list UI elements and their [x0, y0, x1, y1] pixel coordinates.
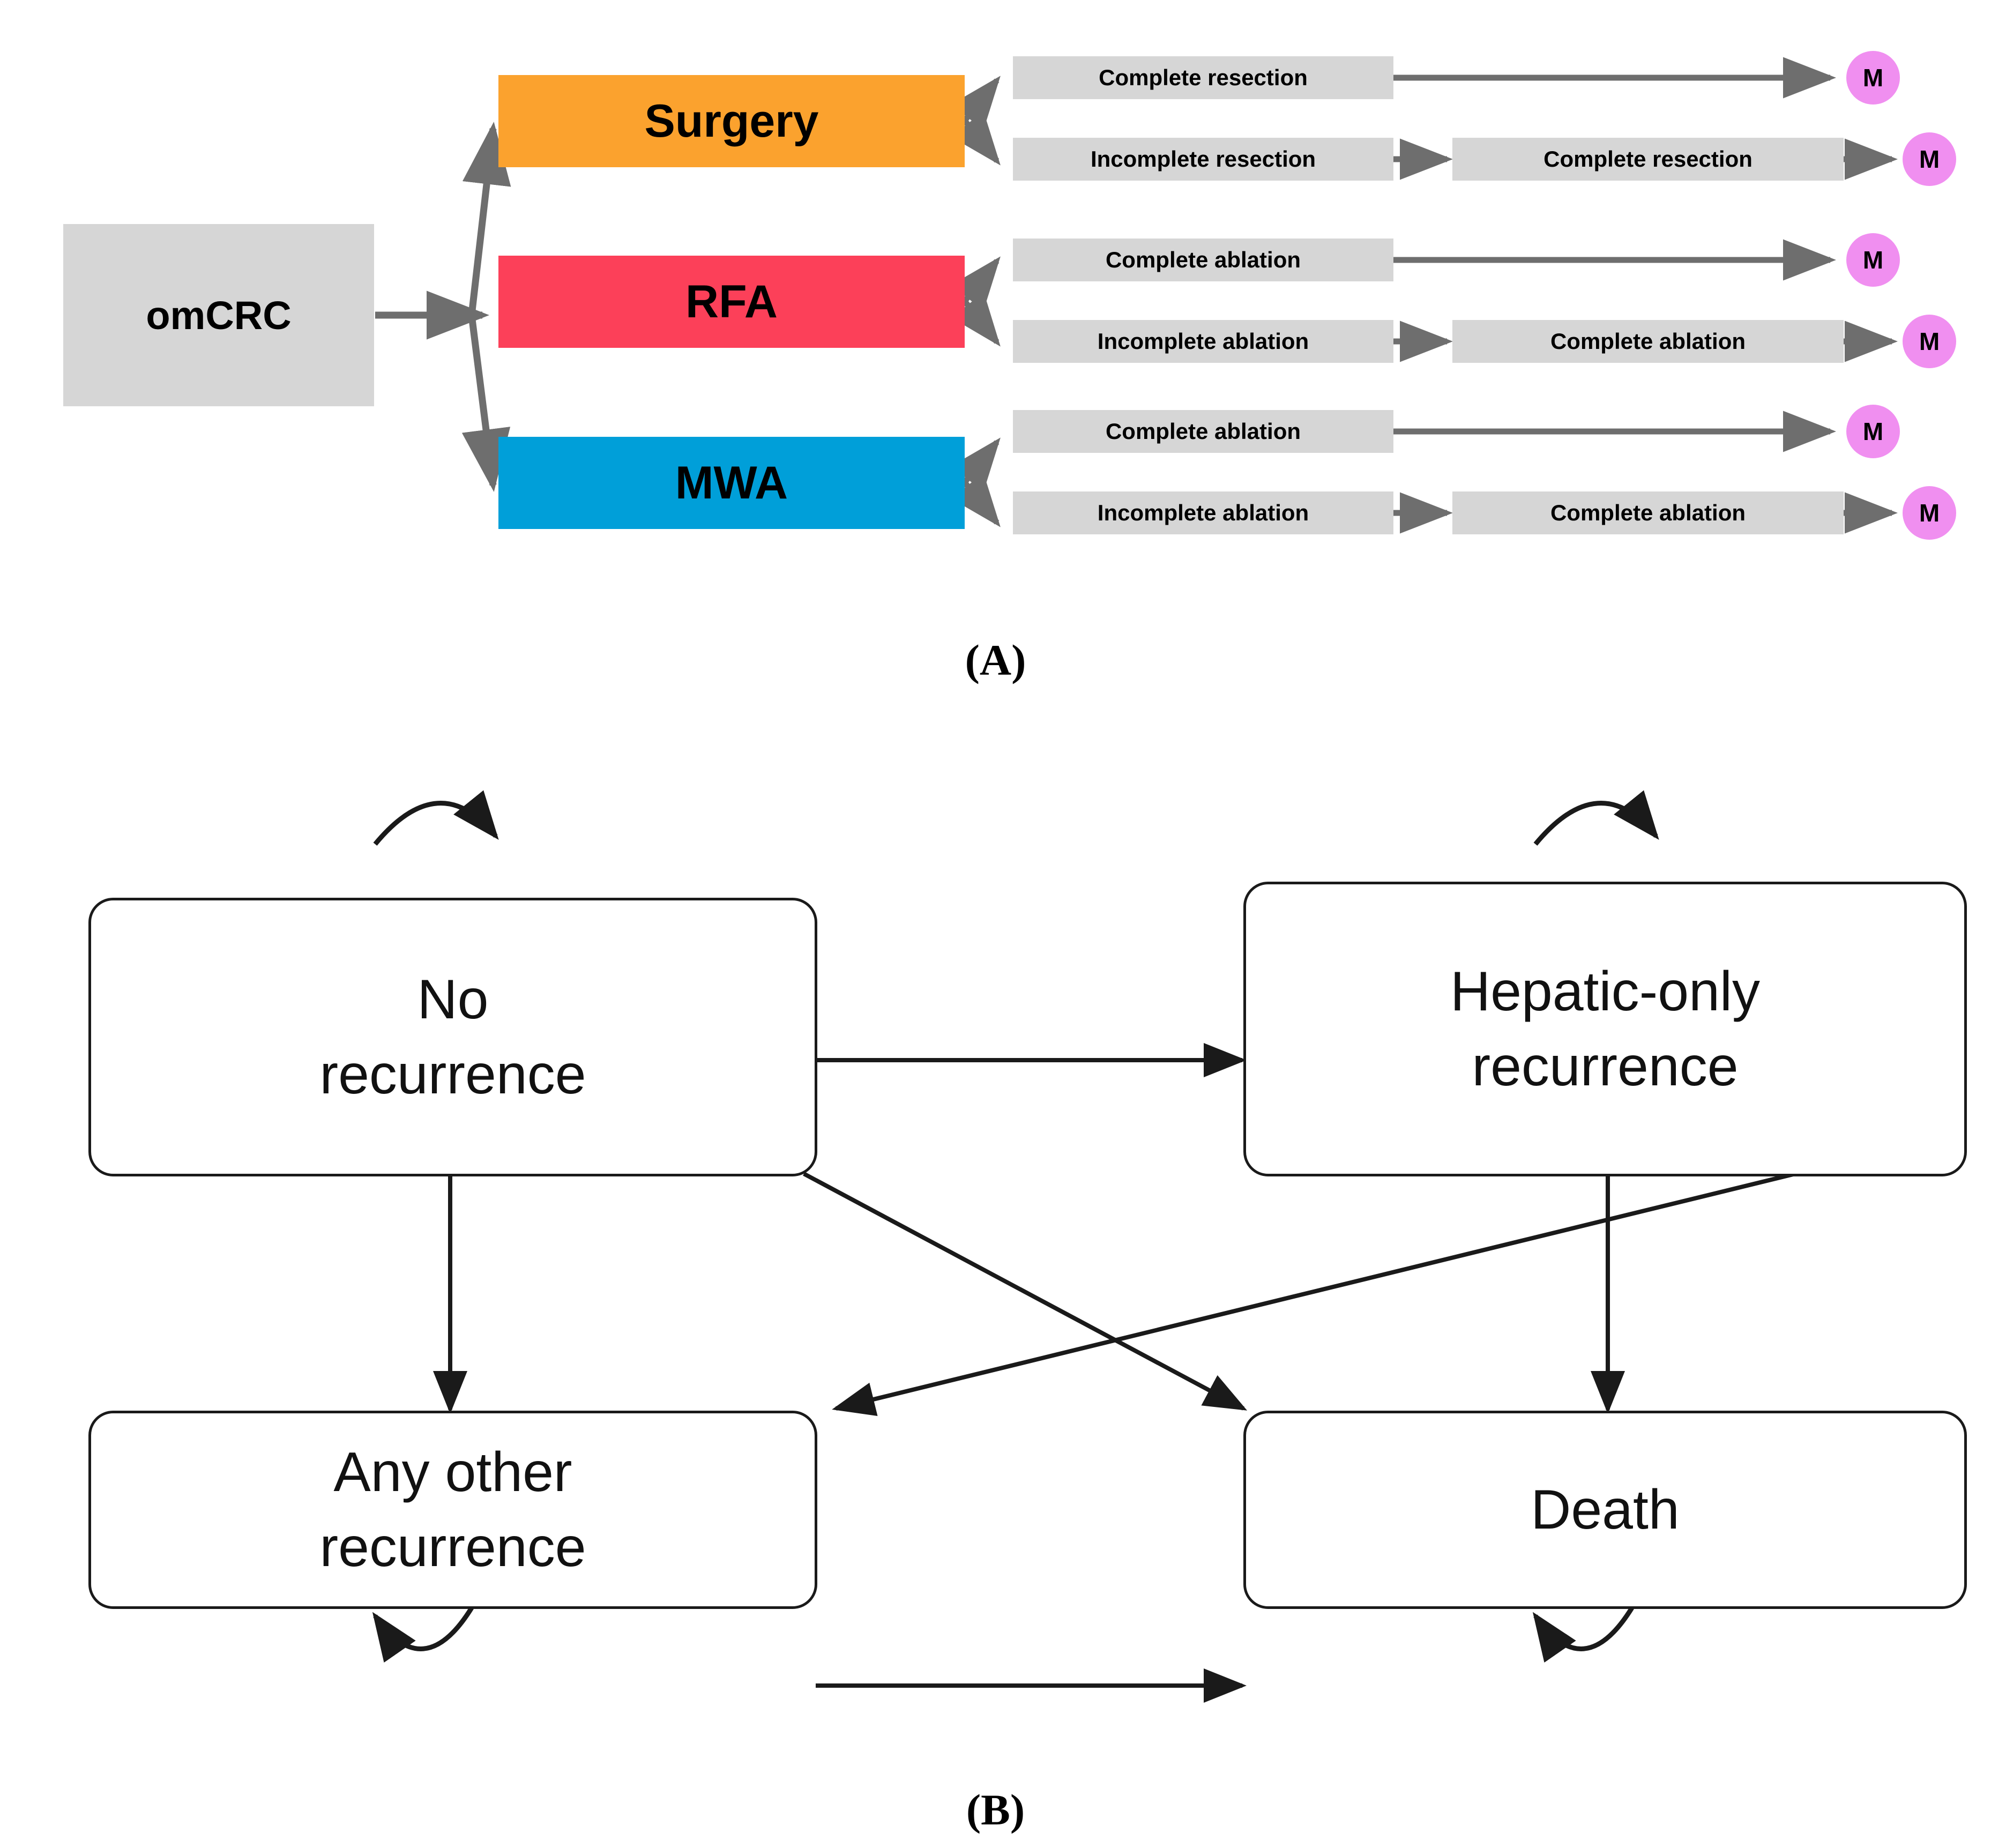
node-rfa[interactable]: RFA: [498, 256, 965, 348]
label-complete-ablation-rfa[interactable]: Complete ablation: [1013, 239, 1393, 281]
edge-rfa-to-complete-ablation: [951, 256, 1001, 311]
edge-omcrc-to-mwa: [375, 311, 511, 492]
state-death-label: Death: [1531, 1478, 1680, 1541]
label-complete-resection-surgery[interactable]: Complete resection: [1013, 56, 1393, 99]
node-metastasis-4[interactable]: M: [1903, 315, 1956, 368]
edge-mwa-to-incomplete-ablation: [951, 473, 1001, 527]
panel-a-treatment-pathway: omCRC Surgery RFA MWA Complete resection…: [0, 0, 1991, 750]
node-metastasis-6[interactable]: M: [1903, 486, 1956, 540]
node-metastasis-5[interactable]: M: [1846, 405, 1900, 458]
self-loop-death: [1532, 1606, 1634, 1663]
edge-omcrc-to-surgery: [375, 122, 511, 319]
label-second-complete-ablation-mwa[interactable]: Complete ablation: [1452, 491, 1844, 534]
state-no-recurrence[interactable]: No recurrence: [88, 898, 817, 1176]
state-any-other-recurrence[interactable]: Any other recurrence: [88, 1411, 817, 1609]
edge-mwa-to-complete-ablation: [951, 437, 1001, 492]
self-loop-hepatic-only: [1533, 790, 1659, 846]
node-surgery[interactable]: Surgery: [498, 75, 965, 167]
edge-hepatic-only-to-any-other: [832, 1172, 1796, 1416]
state-hepatic-only-recurrence[interactable]: Hepatic-only recurrence: [1243, 882, 1967, 1176]
label-incomplete-ablation-rfa[interactable]: Incomplete ablation: [1013, 320, 1393, 363]
label-incomplete-ablation-mwa[interactable]: Incomplete ablation: [1013, 491, 1393, 534]
label-incomplete-resection-surgery[interactable]: Incomplete resection: [1013, 138, 1393, 181]
node-metastasis-3[interactable]: M: [1846, 233, 1900, 287]
panel-b-markov-states: No recurrence Hepatic-only recurrence An…: [0, 750, 1991, 1848]
panel-b-caption: (B): [966, 1785, 1025, 1834]
node-metastasis-2[interactable]: M: [1903, 132, 1956, 186]
edge-surgery-to-complete-resection: [951, 76, 1001, 130]
state-hepatic-only-label: Hepatic-only recurrence: [1450, 960, 1761, 1098]
self-loop-any-other-recurrence: [372, 1606, 474, 1663]
state-death[interactable]: Death: [1243, 1411, 1967, 1609]
state-any-other-label: Any other recurrence: [319, 1441, 586, 1578]
panel-b-connectors: [372, 790, 1796, 1703]
state-no-recurrence-label: No recurrence: [319, 968, 586, 1106]
edge-no-recurrence-to-death: [803, 1172, 1248, 1411]
node-metastasis-1[interactable]: M: [1846, 51, 1900, 105]
label-complete-ablation-mwa[interactable]: Complete ablation: [1013, 410, 1393, 453]
panel-a-connectors: [375, 57, 1898, 534]
node-omcrc[interactable]: omCRC: [63, 224, 374, 406]
label-second-complete-ablation-rfa[interactable]: Complete ablation: [1452, 320, 1844, 363]
self-loop-no-recurrence: [373, 790, 499, 846]
edge-surgery-to-incomplete-resection: [951, 111, 1001, 166]
edge-rfa-to-incomplete-ablation: [951, 292, 1001, 347]
node-mwa[interactable]: MWA: [498, 437, 965, 529]
panel-a-caption: (A): [965, 636, 1026, 684]
label-second-complete-resection-surgery[interactable]: Complete resection: [1452, 138, 1844, 181]
